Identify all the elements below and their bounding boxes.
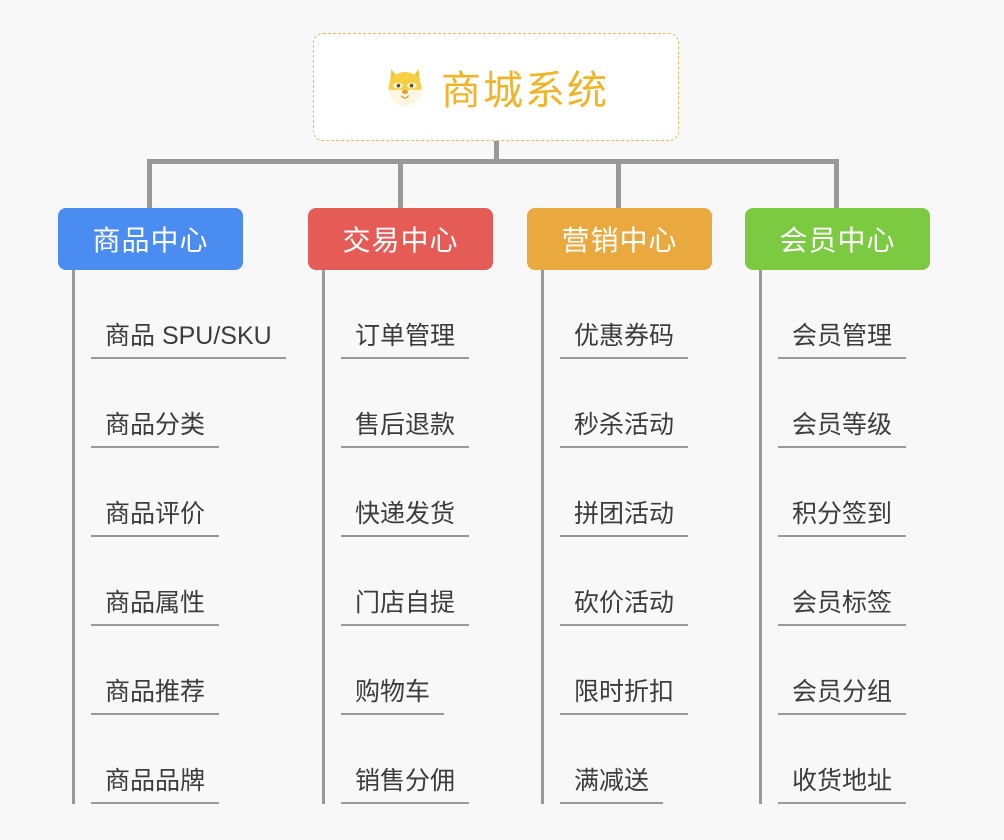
category-label-2: 交易中心 (342, 225, 459, 256)
list-item[interactable]: 订单管理 (341, 270, 538, 359)
connector-drop-3 (616, 159, 621, 208)
connector-drop-1 (147, 159, 152, 208)
list-item[interactable]: 会员分组 (778, 626, 975, 715)
list-item[interactable]: 会员标签 (778, 537, 975, 626)
connector-root-stem (494, 141, 499, 164)
leaf-label: 积分签到 (778, 500, 907, 537)
category-label-3: 营销中心 (561, 225, 678, 256)
connector-drop-4 (834, 159, 839, 208)
leaf-label: 砍价活动 (560, 589, 689, 626)
leaf-label: 限时折扣 (560, 678, 689, 715)
leaf-label: 会员标签 (778, 589, 907, 626)
leaf-list-3: 优惠券码 秒杀活动 拼团活动 砍价活动 限时折扣 满减送 (541, 270, 757, 804)
leaf-label: 商品属性 (91, 589, 220, 626)
list-item[interactable]: 商品分类 (91, 359, 288, 448)
leaf-list-2: 订单管理 售后退款 快递发货 门店自提 购物车 销售分佣 (322, 270, 538, 804)
list-item[interactable]: 会员等级 (778, 359, 975, 448)
list-item[interactable]: 售后退款 (341, 359, 538, 448)
list-item[interactable]: 收货地址 (778, 715, 975, 804)
leaf-label: 销售分佣 (341, 767, 470, 804)
category-header-4[interactable]: 会员中心 (745, 208, 930, 270)
leaf-list-1: 商品 SPU/SKU 商品分类 商品评价 商品属性 商品推荐 商品品牌 (72, 270, 288, 804)
leaf-label: 商品评价 (91, 500, 220, 537)
leaf-label: 快递发货 (341, 500, 470, 537)
list-item[interactable]: 秒杀活动 (560, 359, 757, 448)
category-header-1[interactable]: 商品中心 (58, 208, 243, 270)
root-node[interactable]: 商城系统 (313, 33, 679, 141)
list-item[interactable]: 拼团活动 (560, 448, 757, 537)
list-item[interactable]: 商品品牌 (91, 715, 288, 804)
list-item[interactable]: 商品 SPU/SKU (91, 270, 288, 359)
list-item[interactable]: 商品属性 (91, 537, 288, 626)
leaf-label: 秒杀活动 (560, 411, 689, 448)
leaf-label: 商品推荐 (91, 678, 220, 715)
connector-horizontal-bar (147, 159, 839, 164)
category-header-3[interactable]: 营销中心 (527, 208, 712, 270)
leaf-label: 会员管理 (778, 322, 907, 359)
category-column-1: 商品中心 商品 SPU/SKU 商品分类 商品评价 商品属性 商品推荐 商品品牌 (58, 208, 288, 804)
leaf-label: 商品 SPU/SKU (91, 322, 286, 359)
category-column-4: 会员中心 会员管理 会员等级 积分签到 会员标签 会员分组 收货地址 (745, 208, 975, 804)
category-column-3: 营销中心 优惠券码 秒杀活动 拼团活动 砍价活动 限时折扣 满减送 (527, 208, 757, 804)
leaf-label: 会员等级 (778, 411, 907, 448)
list-item[interactable]: 满减送 (560, 715, 757, 804)
category-header-2[interactable]: 交易中心 (308, 208, 493, 270)
leaf-label: 售后退款 (341, 411, 470, 448)
root-title: 商城系统 (441, 69, 609, 113)
list-item[interactable]: 商品推荐 (91, 626, 288, 715)
list-item[interactable]: 商品评价 (91, 448, 288, 537)
list-item[interactable]: 限时折扣 (560, 626, 757, 715)
category-label-1: 商品中心 (92, 225, 209, 256)
list-item[interactable]: 门店自提 (341, 537, 538, 626)
leaf-label: 订单管理 (341, 322, 470, 359)
list-item[interactable]: 积分签到 (778, 448, 975, 537)
list-item[interactable]: 快递发货 (341, 448, 538, 537)
leaf-label: 会员分组 (778, 678, 907, 715)
category-label-4: 会员中心 (779, 225, 896, 256)
list-item[interactable]: 优惠券码 (560, 270, 757, 359)
list-item[interactable]: 会员管理 (778, 270, 975, 359)
leaf-label: 商品分类 (91, 411, 220, 448)
list-item[interactable]: 砍价活动 (560, 537, 757, 626)
list-item[interactable]: 购物车 (341, 626, 538, 715)
shiba-dog-face-icon (383, 65, 427, 109)
connector-drop-2 (398, 159, 403, 208)
leaf-label: 优惠券码 (560, 322, 689, 359)
leaf-label: 拼团活动 (560, 500, 689, 537)
category-column-2: 交易中心 订单管理 售后退款 快递发货 门店自提 购物车 销售分佣 (308, 208, 538, 804)
leaf-label: 商品品牌 (91, 767, 220, 804)
leaf-label: 购物车 (341, 678, 445, 715)
leaf-label: 收货地址 (778, 767, 907, 804)
leaf-label: 门店自提 (341, 589, 470, 626)
leaf-label: 满减送 (560, 767, 664, 804)
list-item[interactable]: 销售分佣 (341, 715, 538, 804)
leaf-list-4: 会员管理 会员等级 积分签到 会员标签 会员分组 收货地址 (759, 270, 975, 804)
